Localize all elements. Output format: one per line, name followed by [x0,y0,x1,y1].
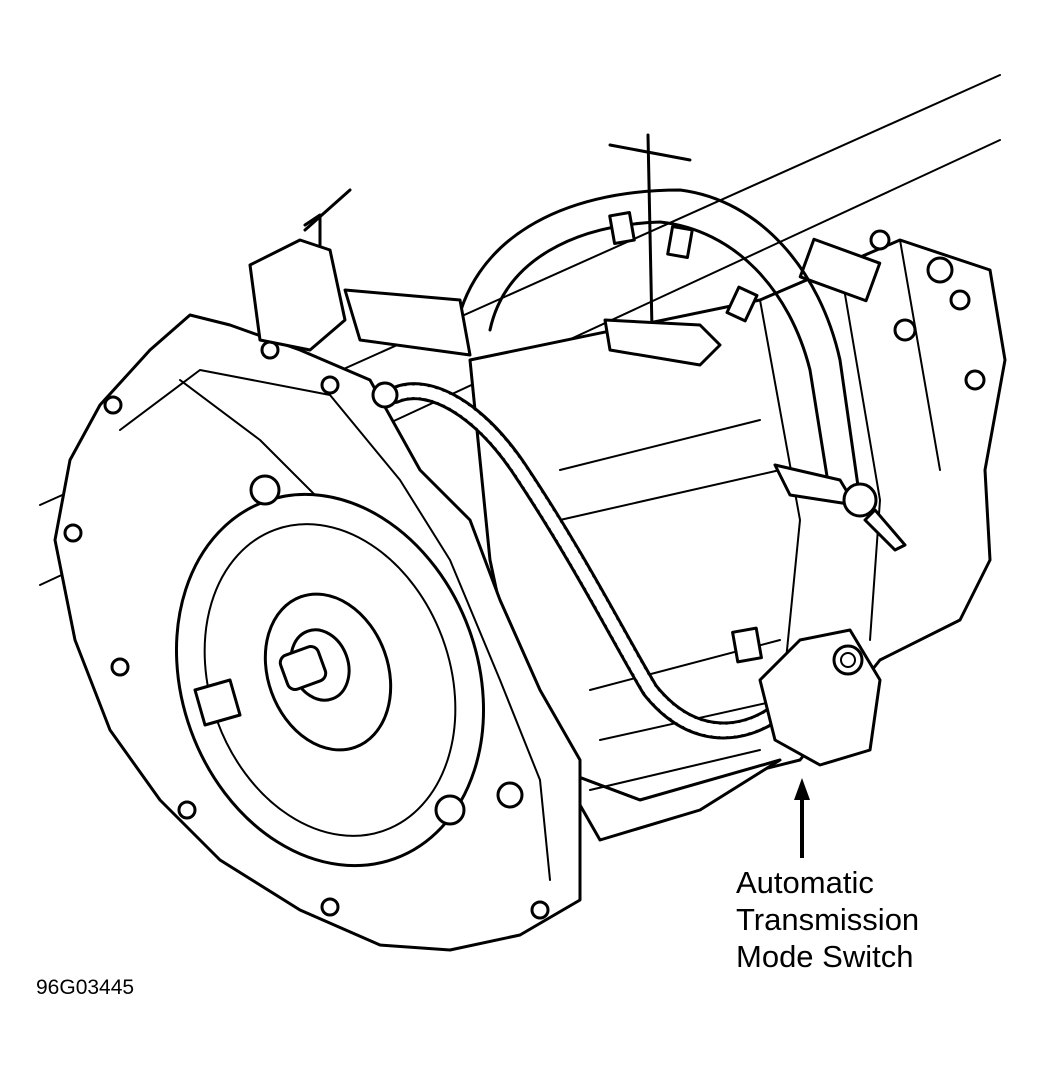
callout-line-1: Automatic [736,865,874,900]
torque-converter [174,474,486,868]
figure-id: 96G03445 [36,976,135,999]
callout-line-2: Transmission [736,902,920,937]
oil-pan [558,749,782,842]
vent-tube [248,188,472,357]
wiring-harness [371,381,789,740]
callout-line-3: Mode Switch [736,939,914,974]
mode-switch-callout: Automatic Transmission Mode Switch [736,864,996,975]
puller-tool [453,133,907,552]
mode-switch [731,626,882,767]
callout-arrow [794,778,810,858]
